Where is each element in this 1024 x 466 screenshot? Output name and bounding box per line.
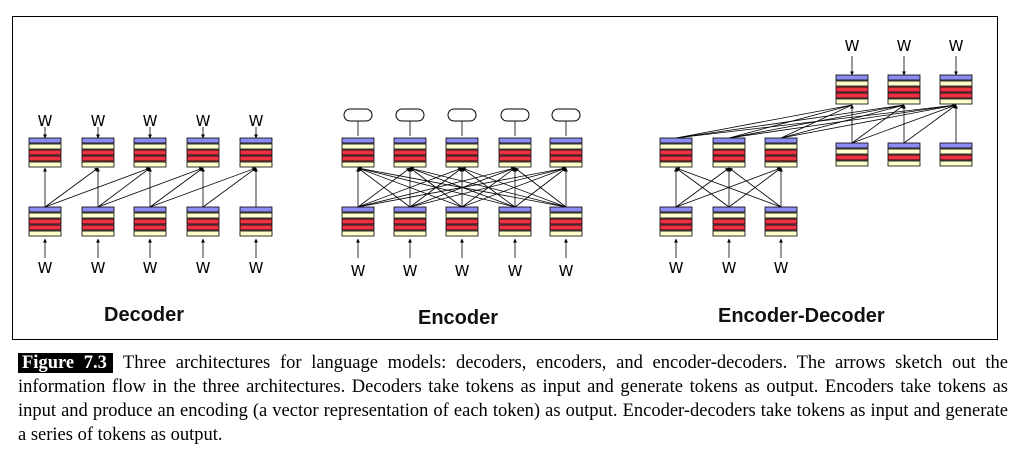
ed-encoder-attention-edge	[728, 167, 782, 208]
ed-encoder-top-block	[764, 137, 798, 168]
encoder-output-vector	[447, 108, 477, 122]
ed-input-token: W	[774, 259, 789, 277]
decoder-top-block	[81, 137, 115, 168]
decoder-bottom-block	[133, 206, 167, 237]
encoder-label: Encoder	[418, 307, 499, 329]
caption-text: Three architectures for language models:…	[18, 353, 1008, 445]
decoder-causal-edge	[44, 167, 151, 208]
encoder-attention-edge	[357, 166, 516, 208]
decoder-input-token: W	[38, 259, 53, 277]
decoder-top-block	[239, 137, 273, 168]
ed-output-token: W	[897, 37, 912, 55]
decoder-causal-edge	[149, 167, 204, 208]
decoder-causal-edge	[97, 167, 151, 208]
ed-decoder-causal-edge	[851, 104, 905, 144]
decoder-bottom-block	[186, 206, 220, 237]
encoder-output-vector	[395, 108, 425, 122]
decoder-top-block	[28, 137, 62, 168]
encoder-top-block	[341, 137, 375, 168]
encoder-output-vector	[551, 108, 581, 122]
encoder-input-token: W	[455, 262, 470, 280]
ed-decoder-input-block	[835, 142, 869, 167]
encoder-input-token: W	[508, 262, 523, 280]
ed-encoder-attention-edge	[675, 167, 730, 208]
ed-cross-attention-edge	[780, 104, 853, 139]
encoder-attention-edge	[514, 167, 567, 208]
ed-output-token: W	[845, 37, 860, 55]
decoder-input-token: W	[196, 259, 211, 277]
decoder-bottom-block	[239, 206, 273, 237]
encoder-top-block	[445, 137, 479, 168]
ed-decoder-causal-edge	[903, 104, 957, 144]
ed-decoder-output-block	[939, 74, 973, 105]
connection-lines	[43, 56, 958, 258]
encoder-input-token: W	[403, 262, 418, 280]
decoder-bottom-block	[28, 206, 62, 237]
decoder-top-block	[186, 137, 220, 168]
layer-blocks	[28, 74, 973, 237]
ed-encoder-top-block	[712, 137, 746, 168]
encoder-bottom-block	[549, 206, 583, 237]
encoder-attention-edge	[357, 167, 411, 208]
encoder-attention-edge	[357, 166, 567, 208]
decoder-input-token: W	[91, 259, 106, 277]
decoder-causal-edge	[44, 167, 99, 208]
encoder-attention-edge	[461, 167, 567, 208]
ed-encoder-attention-edge	[675, 167, 782, 208]
ed-encoder-bottom-block	[659, 206, 693, 237]
architecture-diagram: W W W W W W W W W W W W W W W W W W W W W	[28, 37, 973, 280]
encoder-top-block	[498, 137, 532, 168]
ed-encoder-bottom-block	[712, 206, 746, 237]
token-labels: W W W W W W W W W W W W W W W W W W W W W	[38, 37, 964, 280]
encoder-input-token: W	[351, 262, 366, 280]
decoder-label: Decoder	[104, 304, 185, 326]
ed-output-token: W	[949, 37, 964, 55]
encoder-bottom-block	[498, 206, 532, 237]
ed-input-token: W	[669, 259, 684, 277]
decoder-input-token: W	[143, 259, 158, 277]
ed-decoder-input-block	[887, 142, 921, 167]
ed-cross-attention-edge	[675, 104, 853, 139]
decoder-output-token: W	[196, 112, 211, 130]
encoder-bottom-block	[341, 206, 375, 237]
decoder-output-token: W	[38, 112, 53, 130]
decoder-output-token: W	[249, 112, 264, 130]
encoder-input-token: W	[559, 262, 574, 280]
encoder-top-block	[393, 137, 427, 168]
decoder-causal-edge	[202, 167, 257, 208]
ed-decoder-output-block	[835, 74, 869, 105]
ed-decoder-output-block	[887, 74, 921, 105]
encoder-output-vector	[500, 108, 530, 122]
ed-input-token: W	[722, 259, 737, 277]
decoder-bottom-block	[81, 206, 115, 237]
ed-cross-attention-edge	[780, 104, 905, 139]
encoder-attention-edge	[409, 166, 567, 208]
figure-tag: Figure 7.3	[18, 353, 113, 373]
decoder-causal-edge	[97, 167, 204, 208]
ed-encoder-top-block	[659, 137, 693, 168]
encoder-attention-edge	[357, 167, 463, 208]
decoder-output-token: W	[91, 112, 106, 130]
decoder-output-token: W	[143, 112, 158, 130]
ed-cross-attention-edge	[728, 104, 853, 139]
ed-decoder-input-block	[939, 142, 973, 167]
encoder-bottom-block	[393, 206, 427, 237]
encoder-bottom-block	[445, 206, 479, 237]
ed-cross-attention-edge	[780, 104, 957, 139]
encoder-top-block	[549, 137, 583, 168]
decoder-input-token: W	[249, 259, 264, 277]
ed-encoder-bottom-block	[764, 206, 798, 237]
decoder-top-block	[133, 137, 167, 168]
encoder-output-vector	[343, 108, 373, 122]
encoder-decoder-label: Encoder-Decoder	[718, 305, 885, 327]
